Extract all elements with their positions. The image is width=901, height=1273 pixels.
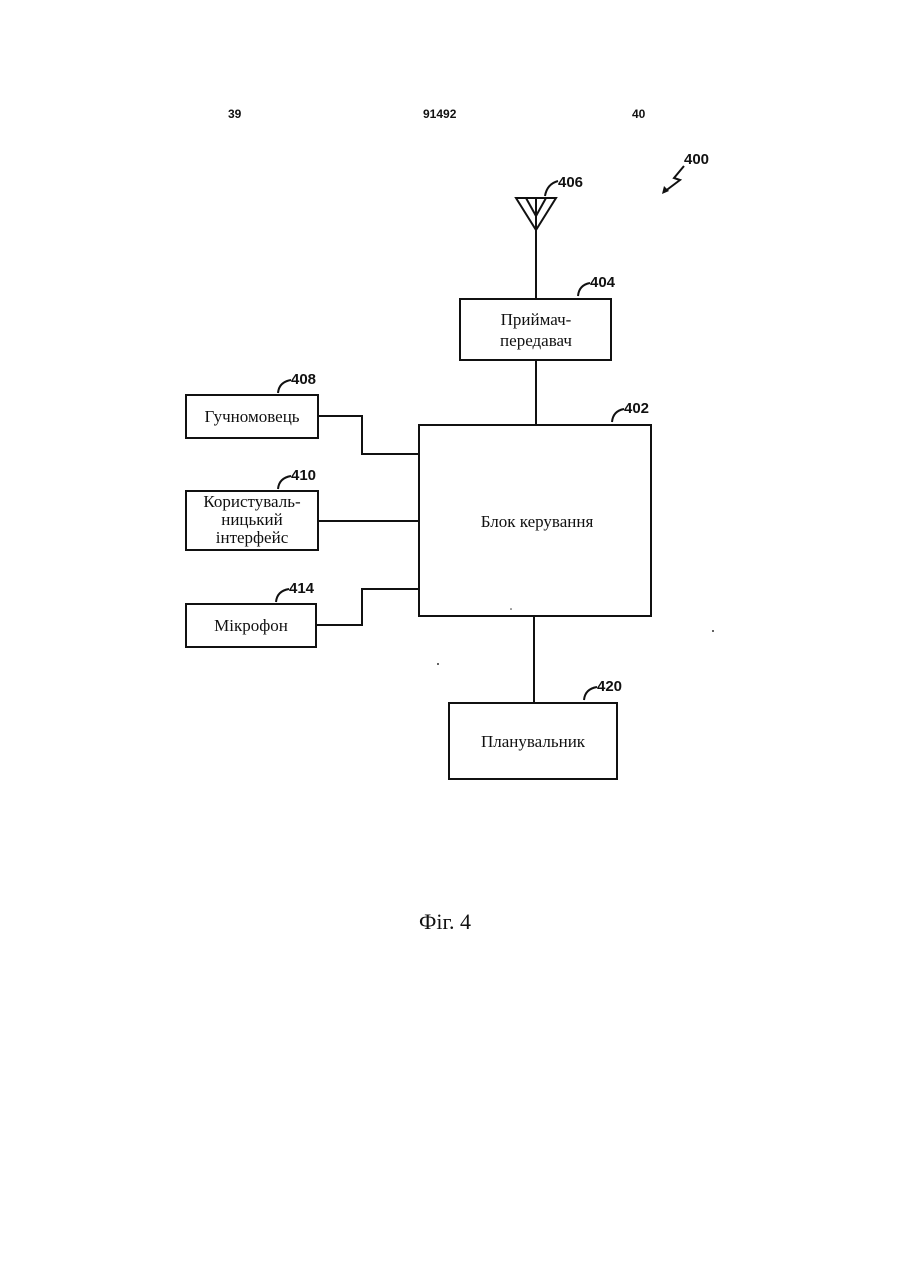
control-label: Блок керування <box>481 512 594 531</box>
control-ref: 402 <box>624 400 649 417</box>
figure-caption: Фіг. 4 <box>419 909 471 934</box>
figure-ref-arrowhead <box>662 186 669 194</box>
scan-speck <box>510 608 512 610</box>
scan-speck <box>437 663 439 665</box>
speaker-ref: 408 <box>291 371 316 388</box>
scan-speck <box>712 630 714 632</box>
microphone-leader <box>276 589 289 602</box>
speaker-label: Гучномовець <box>204 407 299 426</box>
scheduler-ref: 420 <box>597 678 622 695</box>
user-interface-leader <box>278 476 291 489</box>
scheduler-label: Планувальник <box>481 732 586 751</box>
user-interface-label-1: Користуваль- <box>203 492 301 511</box>
figure-ref-400: 400 <box>684 151 709 168</box>
microphone-control-wire <box>316 589 419 625</box>
figure-ref-arrow <box>664 166 684 192</box>
user-interface-ref: 410 <box>291 467 316 484</box>
user-interface-label-2: ницький <box>221 510 283 529</box>
transceiver-block <box>460 299 611 360</box>
transceiver-label-1: Приймач- <box>501 310 572 329</box>
transceiver-ref: 404 <box>590 274 616 291</box>
antenna-leader <box>545 181 558 196</box>
speaker-leader <box>278 380 291 393</box>
transceiver-label-2: передавач <box>500 331 572 350</box>
microphone-label: Мікрофон <box>214 616 288 635</box>
user-interface-label-3: інтерфейс <box>216 528 289 547</box>
antenna-icon <box>516 198 556 300</box>
antenna-ref: 406 <box>558 174 583 191</box>
microphone-ref: 414 <box>289 580 315 597</box>
transceiver-leader <box>578 283 590 296</box>
speaker-control-wire <box>318 416 419 454</box>
control-leader <box>612 409 624 422</box>
scheduler-leader <box>584 687 597 700</box>
